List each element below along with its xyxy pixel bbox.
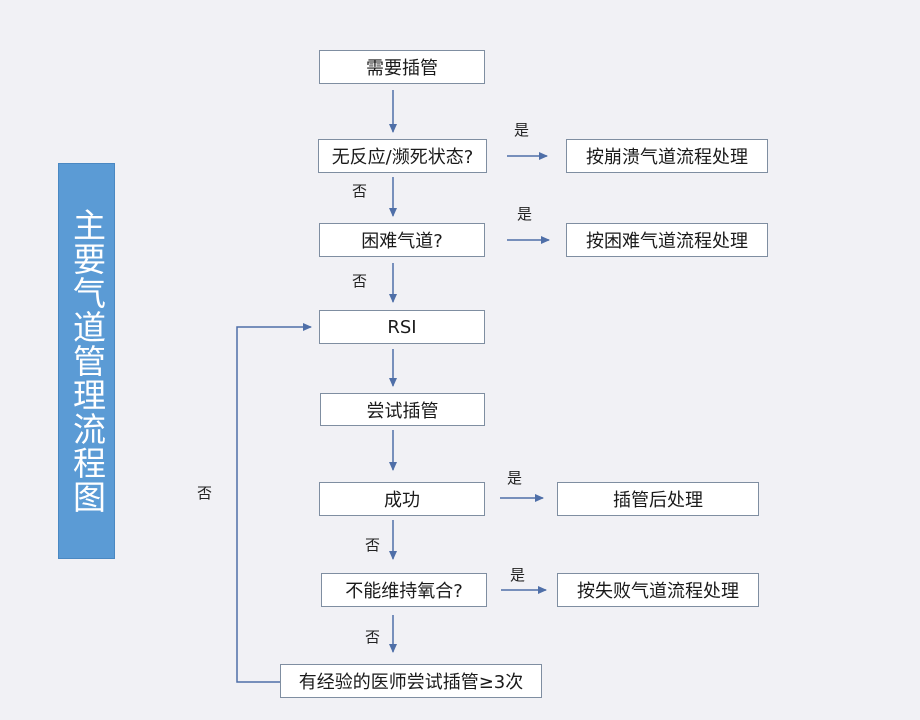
label-no-oxygenate: 否 <box>365 628 381 646</box>
node-cannot-oxygenate: 不能维持氧合? <box>321 573 487 607</box>
node-crash-airway: 按崩溃气道流程处理 <box>566 139 768 173</box>
node-unresponsive: 无反应/濒死状态? <box>318 139 487 173</box>
node-attempt-intubation: 尝试插管 <box>320 393 485 426</box>
label-yes-oxygenate: 是 <box>510 566 526 584</box>
label-no-loop: 否 <box>197 484 213 502</box>
label-yes-difficult: 是 <box>517 205 533 223</box>
label-yes-unresponsive: 是 <box>514 121 530 139</box>
node-need-intubation: 需要插管 <box>319 50 485 84</box>
label-yes-success: 是 <box>507 469 523 487</box>
label-no-difficult: 否 <box>352 272 368 290</box>
diagram-title: 主要气道管理流程图 <box>67 208 107 514</box>
title-banner: 主要气道管理流程图 <box>58 163 115 559</box>
node-success: 成功 <box>319 482 485 516</box>
node-post-intubation: 插管后处理 <box>557 482 759 516</box>
node-failed-flow: 按失败气道流程处理 <box>557 573 759 607</box>
node-experienced-attempt: 有经验的医师尝试插管≥3次 <box>280 664 542 698</box>
arrow-loop-back-to-rsi <box>236 323 312 683</box>
label-no-unresponsive: 否 <box>352 182 368 200</box>
node-rsi: RSI <box>319 310 485 344</box>
label-no-success: 否 <box>365 536 381 554</box>
node-difficult-flow: 按困难气道流程处理 <box>566 223 768 257</box>
node-difficult-airway: 困难气道? <box>319 223 485 257</box>
